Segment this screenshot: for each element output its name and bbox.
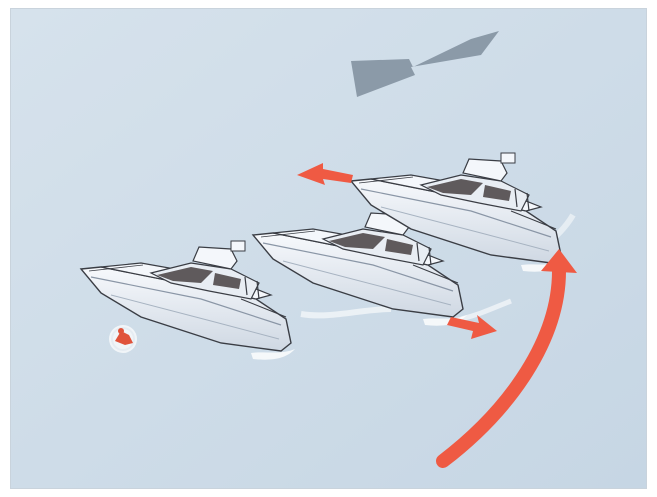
diagram-panel	[10, 8, 647, 489]
man-overboard-diagram	[11, 9, 647, 489]
person-in-water-icon	[109, 325, 137, 353]
